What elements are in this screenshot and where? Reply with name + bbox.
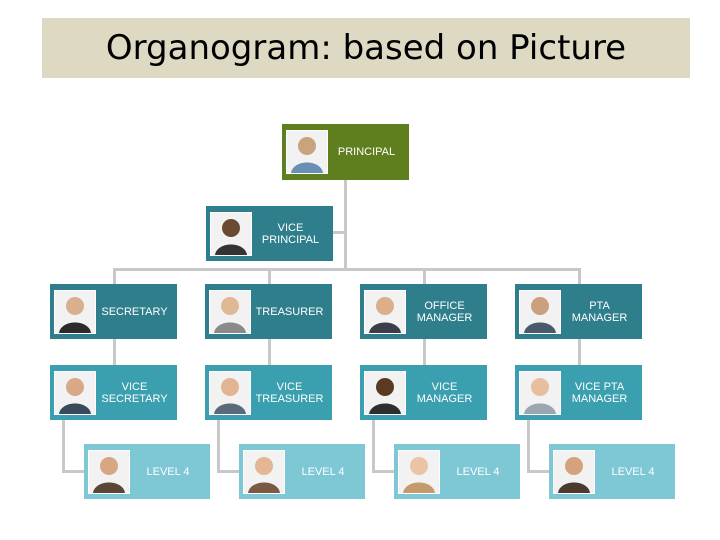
node-vice-manager[interactable]: VICE MANAGER bbox=[360, 365, 487, 420]
connector bbox=[217, 420, 220, 472]
person-photo-icon bbox=[364, 289, 406, 334]
node-level4-c[interactable]: LEVEL 4 bbox=[394, 444, 520, 499]
node-treasurer[interactable]: TREASURER bbox=[205, 284, 332, 339]
connector bbox=[62, 470, 84, 473]
person-photo-icon bbox=[553, 449, 595, 494]
node-level4-d[interactable]: LEVEL 4 bbox=[549, 444, 675, 499]
node-pta-manager[interactable]: PTA MANAGER bbox=[515, 284, 642, 339]
node-label: LEVEL 4 bbox=[611, 465, 655, 478]
node-office-manager[interactable]: OFFICE MANAGER bbox=[360, 284, 487, 339]
connector bbox=[344, 178, 347, 270]
connector bbox=[268, 268, 271, 284]
connector bbox=[113, 339, 116, 365]
person-photo-icon bbox=[364, 370, 406, 415]
connector bbox=[217, 470, 239, 473]
person-photo-icon bbox=[519, 370, 561, 415]
node-label: PRINCIPAL bbox=[337, 146, 396, 158]
connector bbox=[578, 339, 581, 365]
connector bbox=[423, 268, 426, 284]
person-photo-icon bbox=[286, 130, 328, 174]
node-label: PTA MANAGER bbox=[571, 299, 628, 324]
node-label: LEVEL 4 bbox=[146, 465, 190, 478]
node-label: LEVEL 4 bbox=[301, 465, 345, 478]
node-label: VICE PTA MANAGER bbox=[571, 380, 628, 405]
person-photo-icon bbox=[243, 449, 285, 494]
node-secretary[interactable]: SECRETARY bbox=[50, 284, 177, 339]
node-vice-secretary[interactable]: VICE SECRETARY bbox=[50, 365, 177, 420]
connector bbox=[113, 268, 116, 284]
person-photo-icon bbox=[209, 289, 251, 334]
node-level4-b[interactable]: LEVEL 4 bbox=[239, 444, 365, 499]
connector bbox=[372, 420, 375, 472]
person-photo-icon bbox=[209, 370, 251, 415]
title-bar: Organogram: based on Picture bbox=[42, 18, 690, 78]
node-label: VICE PRINCIPAL bbox=[261, 221, 320, 246]
connector bbox=[527, 470, 549, 473]
node-label: OFFICE MANAGER bbox=[416, 299, 473, 324]
connector bbox=[372, 470, 394, 473]
node-vice-treasurer[interactable]: VICE TREASURER bbox=[205, 365, 332, 420]
node-label: TREASURER bbox=[255, 305, 324, 318]
connector bbox=[113, 268, 581, 271]
connector bbox=[423, 339, 426, 365]
person-photo-icon bbox=[54, 370, 96, 415]
person-photo-icon bbox=[210, 211, 252, 256]
node-level4-a[interactable]: LEVEL 4 bbox=[84, 444, 210, 499]
connector bbox=[331, 231, 345, 234]
node-label: VICE SECRETARY bbox=[101, 380, 168, 405]
person-photo-icon bbox=[54, 289, 96, 334]
node-label: SECRETARY bbox=[101, 305, 168, 318]
node-label: LEVEL 4 bbox=[456, 465, 500, 478]
node-principal[interactable]: PRINCIPAL bbox=[282, 124, 409, 180]
person-photo-icon bbox=[398, 449, 440, 494]
node-vice-principal[interactable]: VICE PRINCIPAL bbox=[206, 206, 333, 261]
connector bbox=[578, 268, 581, 284]
node-label: VICE TREASURER bbox=[255, 380, 324, 405]
connector bbox=[62, 420, 65, 472]
person-photo-icon bbox=[519, 289, 561, 334]
connector bbox=[527, 420, 530, 472]
connector bbox=[268, 339, 271, 365]
node-vice-pta-manager[interactable]: VICE PTA MANAGER bbox=[515, 365, 642, 420]
person-photo-icon bbox=[88, 449, 130, 494]
page-title: Organogram: based on Picture bbox=[105, 28, 627, 68]
node-label: VICE MANAGER bbox=[416, 380, 473, 405]
